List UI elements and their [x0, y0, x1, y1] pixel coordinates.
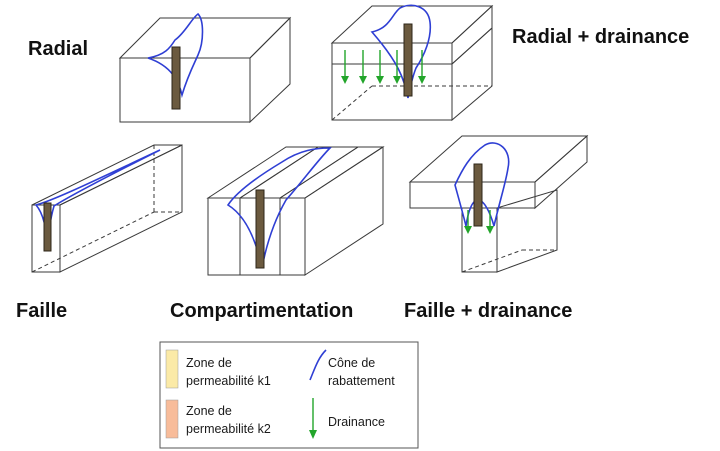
legend-swatch-k2 — [165, 399, 179, 439]
comp-cone-icon — [226, 147, 332, 269]
radial-well-icon — [171, 46, 181, 110]
rd-hidden-edge — [331, 85, 373, 121]
rd-bottom-side — [451, 26, 493, 122]
block-faille-drainance — [408, 134, 589, 273]
fd-top-layer-side — [534, 134, 588, 210]
block-radial — [118, 12, 292, 124]
legend-k2-line1: Zone de — [186, 404, 232, 418]
legend-box — [159, 341, 419, 449]
legend-drainance-label: Drainance — [328, 415, 385, 429]
faille-hidden-edge — [31, 211, 155, 273]
radial-side-face — [249, 16, 291, 124]
legend: Zone de permeabilité k1 Zone de permeabi… — [159, 341, 419, 449]
title-compartimentation: Compartimentation — [170, 300, 353, 322]
radial-top-face — [118, 17, 292, 59]
legend-k1-line2: permeabilité k1 — [186, 374, 271, 388]
legend-drainance-arrowhead — [309, 430, 317, 439]
fd-hidden-edge — [461, 249, 523, 273]
faille-cone-icon — [34, 149, 161, 246]
title-faille: Faille — [16, 300, 67, 322]
rd-top-layer-side — [451, 4, 493, 66]
rd-well-icon — [403, 23, 413, 97]
comp-front-right — [279, 197, 306, 276]
rd-bottom-front — [331, 63, 453, 121]
legend-cone-icon — [309, 349, 327, 381]
legend-cone-line1: Cône de — [328, 356, 375, 370]
legend-k1-line1: Zone de — [186, 356, 232, 370]
fd-drainance-arrows — [464, 210, 494, 234]
legend-cone-line2: rabattement — [328, 374, 395, 388]
fd-lower-side — [496, 189, 558, 273]
legend-swatch-k1 — [165, 349, 179, 389]
legend-k2-line2: permeabilité k2 — [186, 422, 271, 436]
radial-front-face — [119, 57, 251, 123]
radial-cone-icon — [147, 12, 204, 99]
comp-top-right — [278, 146, 385, 199]
comp-side-face — [304, 146, 384, 276]
block-radial-drainance — [330, 4, 494, 122]
title-radial: Radial — [28, 38, 88, 60]
title-radial-drainance: Radial + drainance — [512, 26, 689, 48]
block-faille — [31, 144, 183, 273]
fd-well-icon — [473, 163, 483, 227]
faille-side-face — [59, 144, 183, 273]
rd-top-layer-front — [331, 42, 453, 65]
rd-drainance-arrows — [341, 50, 426, 84]
comp-well-icon — [255, 189, 265, 269]
title-faille-drainance: Faille + drainance — [404, 300, 572, 322]
faille-well-icon — [43, 202, 52, 252]
block-compartimentation — [206, 146, 385, 276]
